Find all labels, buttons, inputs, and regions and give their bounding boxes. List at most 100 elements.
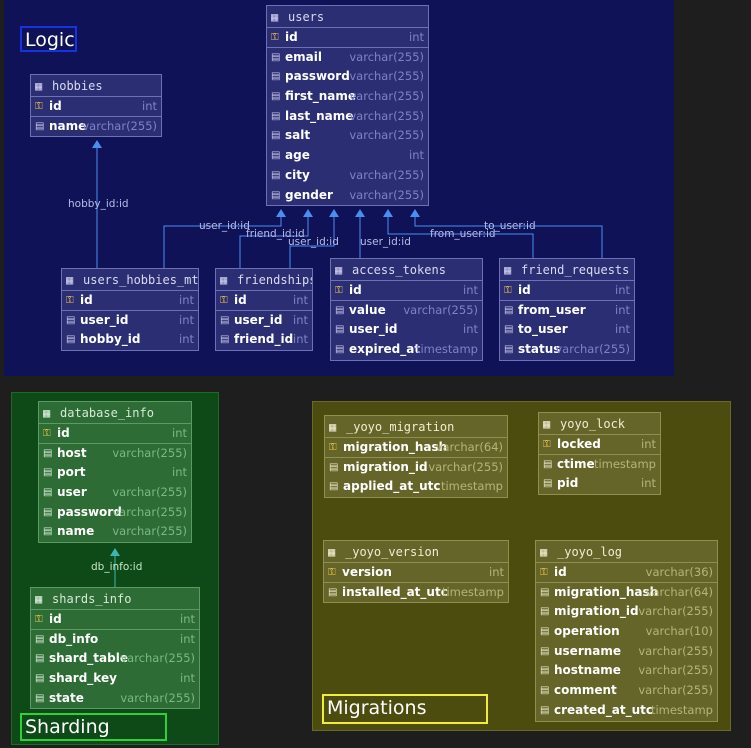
- column-icon: ▤: [540, 606, 550, 618]
- column-type: varchar(255): [112, 445, 187, 460]
- column-type: int: [615, 322, 630, 337]
- column-name: id: [554, 565, 567, 579]
- table-header[interactable]: ▦yoyo_lock: [539, 413, 660, 435]
- column-icon: ▤: [540, 645, 550, 657]
- column-name: port: [57, 465, 86, 480]
- table-icon: ▦: [335, 263, 343, 277]
- column-icon: ▤: [271, 51, 281, 63]
- column-name: version: [342, 565, 392, 579]
- label-friend-id: friend_id:id: [246, 228, 305, 240]
- table-header[interactable]: ▦shards_info: [31, 588, 199, 610]
- column-type: int: [293, 332, 308, 347]
- table-header[interactable]: ▦friend_requests: [500, 259, 634, 281]
- table-header[interactable]: ▦users_hobbies_mtm: [62, 269, 198, 291]
- table-header[interactable]: ▦_yoyo_migration: [325, 416, 507, 438]
- table-header[interactable]: ▦database_info: [39, 402, 191, 424]
- column-type: varchar(255): [349, 69, 424, 84]
- column-type: int: [172, 426, 187, 440]
- table-header[interactable]: ▦_yoyo_log: [536, 541, 717, 563]
- table-header[interactable]: ▦friendships: [216, 269, 312, 291]
- column-icon: ▤: [540, 685, 550, 697]
- column-type: timestamp: [441, 584, 504, 599]
- arrow-users-5: [383, 209, 393, 217]
- column-icon: ▤: [43, 447, 53, 459]
- arrow-users-3: [329, 209, 339, 217]
- column-type: varchar(10): [645, 624, 713, 639]
- table-header[interactable]: ▦_yoyo_version: [324, 541, 508, 563]
- table-header[interactable]: ▦hobbies: [31, 75, 161, 97]
- column-name: user_id: [80, 312, 129, 327]
- column-icon: ▤: [35, 692, 45, 704]
- table-header[interactable]: ▦access_tokens: [331, 259, 482, 281]
- column-name: email: [285, 49, 322, 64]
- column-name: id: [80, 293, 93, 307]
- column-type: timestamp: [415, 342, 478, 357]
- table-header[interactable]: ▦users: [267, 6, 428, 28]
